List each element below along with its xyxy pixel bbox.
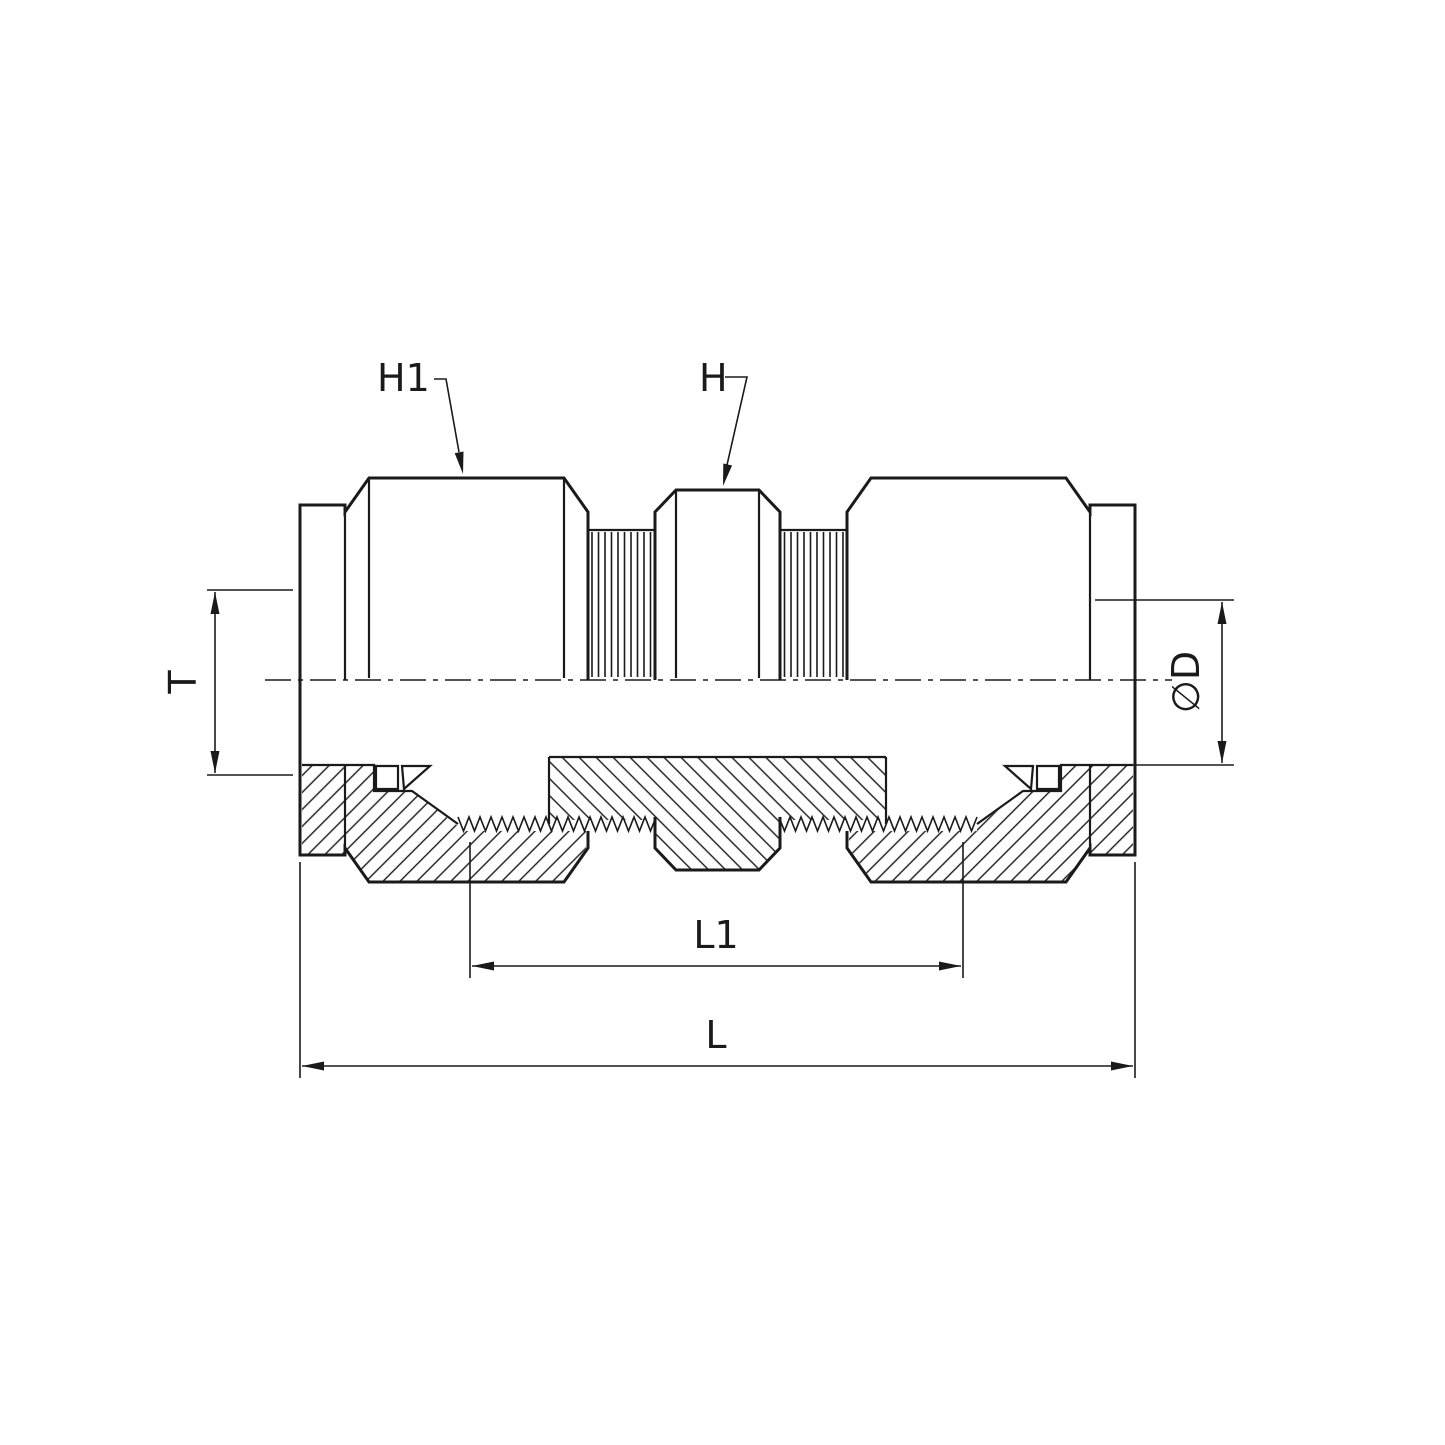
label-H1: H1: [377, 356, 430, 400]
dim-D-extension-lines: [1095, 599, 1234, 766]
left-nut-bottom-profile: [298, 680, 590, 884]
thread-lines-left: [591, 532, 652, 677]
dim-T-arrow-up: [210, 592, 220, 614]
leader-H1: H1: [377, 356, 464, 474]
ferrule-left: [374, 764, 433, 792]
thread-section-left: [457, 814, 657, 834]
dimension-L: L: [299, 862, 1136, 1078]
label-H: H: [699, 356, 728, 400]
label-L1: L1: [693, 913, 738, 957]
hatch-right-nut: [849, 766, 1133, 881]
label-T: T: [161, 670, 205, 695]
left-nut-hex-face-edges: [367, 478, 566, 678]
right-nut-inner-bore: [976, 763, 1133, 825]
center-hex-top-profile: [653, 488, 782, 680]
dim-T-extension-lines: [207, 589, 293, 776]
thread-section-right: [778, 814, 978, 834]
dim-L-arrow-right: [1111, 1061, 1133, 1071]
dim-L-extension-lines: [299, 862, 1136, 1078]
leader-H: H: [699, 356, 749, 486]
dimension-T: T: [161, 589, 293, 776]
leader-H-arrowhead: [723, 463, 733, 486]
hatch-left-nut: [302, 766, 586, 881]
ferrule-right: [1002, 764, 1061, 792]
dim-L1-extension-lines: [469, 842, 964, 978]
right-nut-bottom-profile: [845, 680, 1137, 884]
center-hex-face-edges: [674, 490, 761, 678]
left-nut-top-profile: [298, 476, 590, 680]
label-D: ∅D: [1164, 651, 1208, 713]
leader-H1-line: [434, 378, 460, 453]
section-hatching: [302, 757, 1133, 881]
dim-L1-arrow-left: [472, 961, 494, 971]
leader-H1-arrowhead: [454, 451, 464, 474]
left-nut-inner-bore: [302, 763, 459, 825]
dim-L1-arrow-right: [939, 961, 961, 971]
leader-H-line: [725, 376, 749, 466]
dim-D-arrow-up: [1217, 602, 1227, 624]
hatch-center-body: [549, 757, 886, 870]
thread-lines-right: [783, 532, 844, 677]
dim-D-arrow-down: [1217, 741, 1227, 763]
lower-section-view: [298, 680, 1137, 884]
right-nut-top-profile: [845, 476, 1137, 680]
dim-T-arrow-down: [210, 751, 220, 773]
center-hex-bottom-profile: [653, 817, 782, 872]
dimension-D: ∅D: [1095, 599, 1234, 766]
dim-L-arrow-left: [302, 1061, 324, 1071]
upper-external-view: [298, 476, 1137, 680]
label-L: L: [705, 1013, 726, 1057]
dimension-L1: L1: [469, 842, 964, 978]
